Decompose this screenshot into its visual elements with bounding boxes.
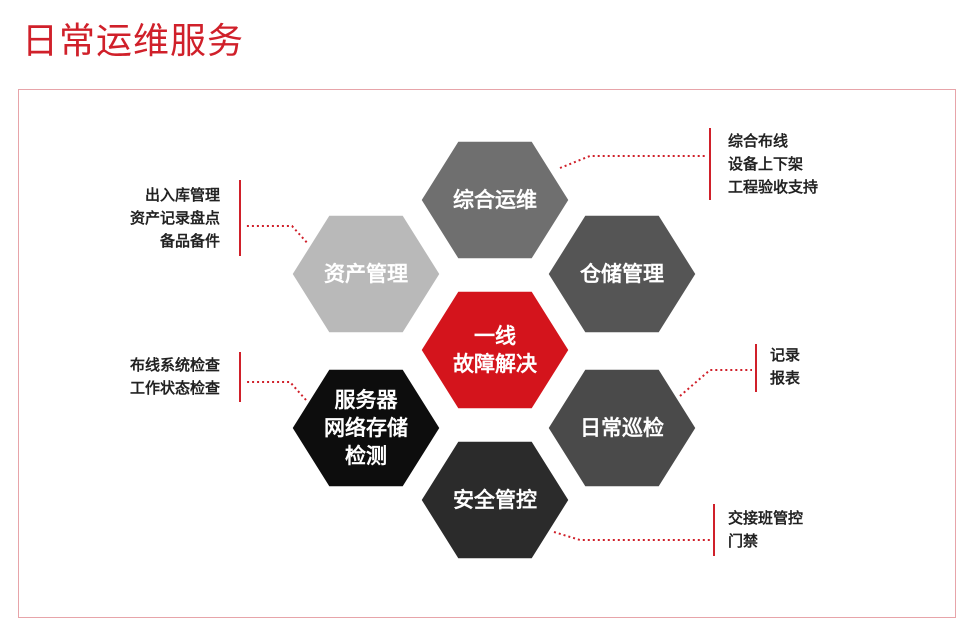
hexagon-label-fuwuqi: 服务器网络存储检测 (291, 386, 441, 470)
note-line: 布线系统检查 (129, 356, 220, 374)
hexagon-label-line: 检测 (345, 444, 387, 468)
note-line: 综合布线 (728, 132, 789, 150)
note-zonghe: 综合布线 设备上下架 工程验收支持 (728, 130, 818, 199)
note-richang: 记录 报表 (770, 344, 800, 390)
note-line: 资产记录盘点 (129, 209, 220, 227)
note-line: 工程验收支持 (728, 178, 819, 196)
hexagon-richang (545, 366, 699, 490)
hexagon-zichan (289, 212, 443, 336)
page-title: 日常运维服务 (22, 21, 245, 62)
hexagon-label-line: 日常巡检 (580, 416, 664, 440)
connector-richang (679, 369, 752, 397)
note-line: 出入库管理 (144, 186, 220, 204)
note-zichan: 出入库管理 资产记录盘点 备品备件 (130, 184, 220, 253)
note-line: 设备上下架 (728, 155, 804, 173)
hexagon-label-line: 故障解决 (453, 352, 537, 376)
hexagon-label-line: 安全管控 (453, 488, 537, 512)
content-frame (18, 89, 956, 618)
connector-zichan (246, 225, 311, 247)
hexagon-fuwuqi (289, 366, 443, 490)
note-anquan: 交接班管控 门禁 (728, 507, 803, 553)
hexagon-label-line: 资产管理 (324, 262, 408, 286)
hexagon-label-line: 服务器 (334, 388, 398, 412)
hexagon-zonghe (418, 138, 572, 262)
hexagon-anquan (418, 438, 572, 562)
hexagon-layer (289, 138, 699, 562)
note-line: 报表 (770, 369, 801, 387)
connector-layer (239, 128, 757, 556)
note-line: 门禁 (728, 532, 759, 550)
connector-zonghe (559, 155, 706, 169)
note-line: 工作状态检查 (129, 379, 220, 397)
hexagon-label-richang: 日常巡检 (547, 414, 697, 442)
note-line: 备品备件 (159, 232, 220, 250)
note-line: 交接班管控 (728, 509, 804, 527)
hexagon-label-line: 仓储管理 (580, 262, 664, 286)
hexagon-label-zichan: 资产管理 (291, 260, 441, 288)
hexagon-label-anquan: 安全管控 (420, 486, 570, 514)
hexagon-label-zonghe: 综合运维 (420, 186, 570, 214)
hexagon-yixian (418, 288, 572, 412)
hexagon-label-yixian: 一线故障解决 (420, 322, 570, 378)
hexagon-label-line: 一线 (474, 324, 516, 348)
hexagon-label-line: 综合运维 (453, 188, 537, 212)
hexagon-cangchu (545, 212, 699, 336)
note-fuwuqi: 布线系统检查 工作状态检查 (130, 354, 220, 400)
hexagon-label-cangchu: 仓储管理 (547, 260, 697, 288)
connector-anquan (553, 531, 710, 541)
note-line: 记录 (770, 346, 801, 364)
hexagon-label-line: 网络存储 (324, 416, 408, 440)
